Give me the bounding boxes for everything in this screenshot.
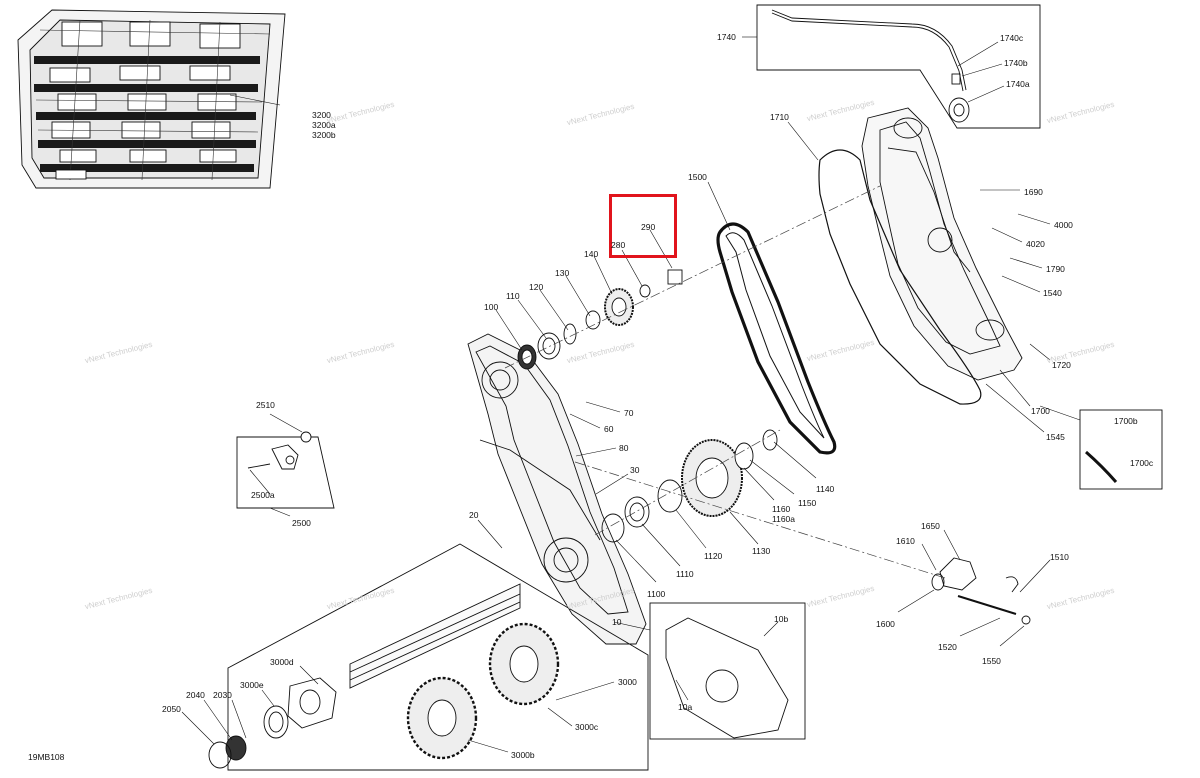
callout-1140[interactable]: 1140 [816,484,835,494]
callout-1700[interactable]: 1700 [1031,406,1050,416]
callout-1520[interactable]: 1520 [938,642,957,652]
drive-sprocket-3000b [406,676,478,760]
callout-3000b[interactable]: 3000b [511,750,535,760]
callout-3000e[interactable]: 3000e [240,680,264,690]
chain-1500 [716,222,837,455]
drawing-code: 19MB108 [28,752,65,762]
callout-290[interactable]: 290 [641,222,656,232]
callout-1120[interactable]: 1120 [704,551,723,561]
callout-2510[interactable]: 2510 [256,400,275,410]
callout-1610[interactable]: 1610 [896,536,915,546]
drive-sprocket-3000c [488,622,560,706]
part-1700-detail-box [1079,409,1163,490]
callout-110[interactable]: 110 [506,291,520,301]
callout-1100[interactable]: 1100 [647,589,666,599]
part-1740-detail-box [756,4,1041,129]
callout-1740b[interactable]: 1740b [1004,58,1028,68]
callout-1600[interactable]: 1600 [876,619,895,629]
callout-100[interactable]: 100 [484,302,499,312]
callout-140[interactable]: 140 [584,249,599,259]
highlighted-part-290-box[interactable] [609,194,677,258]
callout-1160[interactable]: 1160 [772,504,791,514]
callout-2050[interactable]: 2050 [162,704,181,714]
callout-2030[interactable]: 2030 [213,690,232,700]
callout-1700b[interactable]: 1700b [1114,416,1138,426]
sprocket-1130 [681,439,743,517]
callout-3200a[interactable]: 3200a [312,120,336,130]
callout-10[interactable]: 10 [612,617,622,627]
callout-1790[interactable]: 1790 [1046,264,1065,274]
callout-1500[interactable]: 1500 [688,172,707,182]
callout-1540[interactable]: 1540 [1043,288,1062,298]
callout-4020[interactable]: 4020 [1026,239,1045,249]
drive-shaft-3000 [349,583,521,689]
chaincase-housing [467,333,647,645]
callout-1545[interactable]: 1545 [1046,432,1065,442]
callout-80[interactable]: 80 [619,443,629,453]
callout-1700c[interactable]: 1700c [1130,458,1154,468]
callout-20[interactable]: 20 [469,510,479,520]
callout-3000[interactable]: 3000 [618,677,637,687]
callout-1740[interactable]: 1740 [717,32,736,42]
callout-130[interactable]: 130 [555,268,570,278]
callout-3200b[interactable]: 3200b [312,130,336,140]
callout-1740a[interactable]: 1740a [1006,79,1030,89]
part-2500-detail-box [236,436,335,509]
callout-1710[interactable]: 1710 [770,112,789,122]
track-illustration [17,9,286,189]
callout-1150[interactable]: 1150 [798,498,817,508]
callout-30[interactable]: 30 [630,465,640,475]
callout-2500a[interactable]: 2500a [251,490,275,500]
gasket-1710 [818,149,982,405]
gear-140 [604,288,634,326]
chaincase-cover [861,107,1023,381]
callout-3200[interactable]: 3200 [312,110,331,120]
callout-1110[interactable]: 1110 [676,569,694,579]
callout-3000c[interactable]: 3000c [575,722,599,732]
callout-280[interactable]: 280 [611,240,626,250]
callout-1690[interactable]: 1690 [1024,187,1043,197]
callout-10b[interactable]: 10b [774,614,789,624]
callout-2040[interactable]: 2040 [186,690,205,700]
callout-60[interactable]: 60 [604,424,614,434]
callout-1550[interactable]: 1550 [982,656,1001,666]
callout-10a[interactable]: 10a [678,702,693,712]
callout-70[interactable]: 70 [624,408,634,418]
callout-3000d[interactable]: 3000d [270,657,294,667]
callout-1160a[interactable]: 1160a [772,514,796,524]
callout-4000[interactable]: 4000 [1054,220,1073,230]
callout-1740c[interactable]: 1740c [1000,33,1024,43]
callout-1720[interactable]: 1720 [1052,360,1071,370]
callout-2500[interactable]: 2500 [292,518,311,528]
part-10-detail-box [649,602,806,740]
callout-1650[interactable]: 1650 [921,521,940,531]
callout-1130[interactable]: 1130 [752,546,771,556]
callout-120[interactable]: 120 [529,282,544,292]
callout-1510[interactable]: 1510 [1050,552,1069,562]
